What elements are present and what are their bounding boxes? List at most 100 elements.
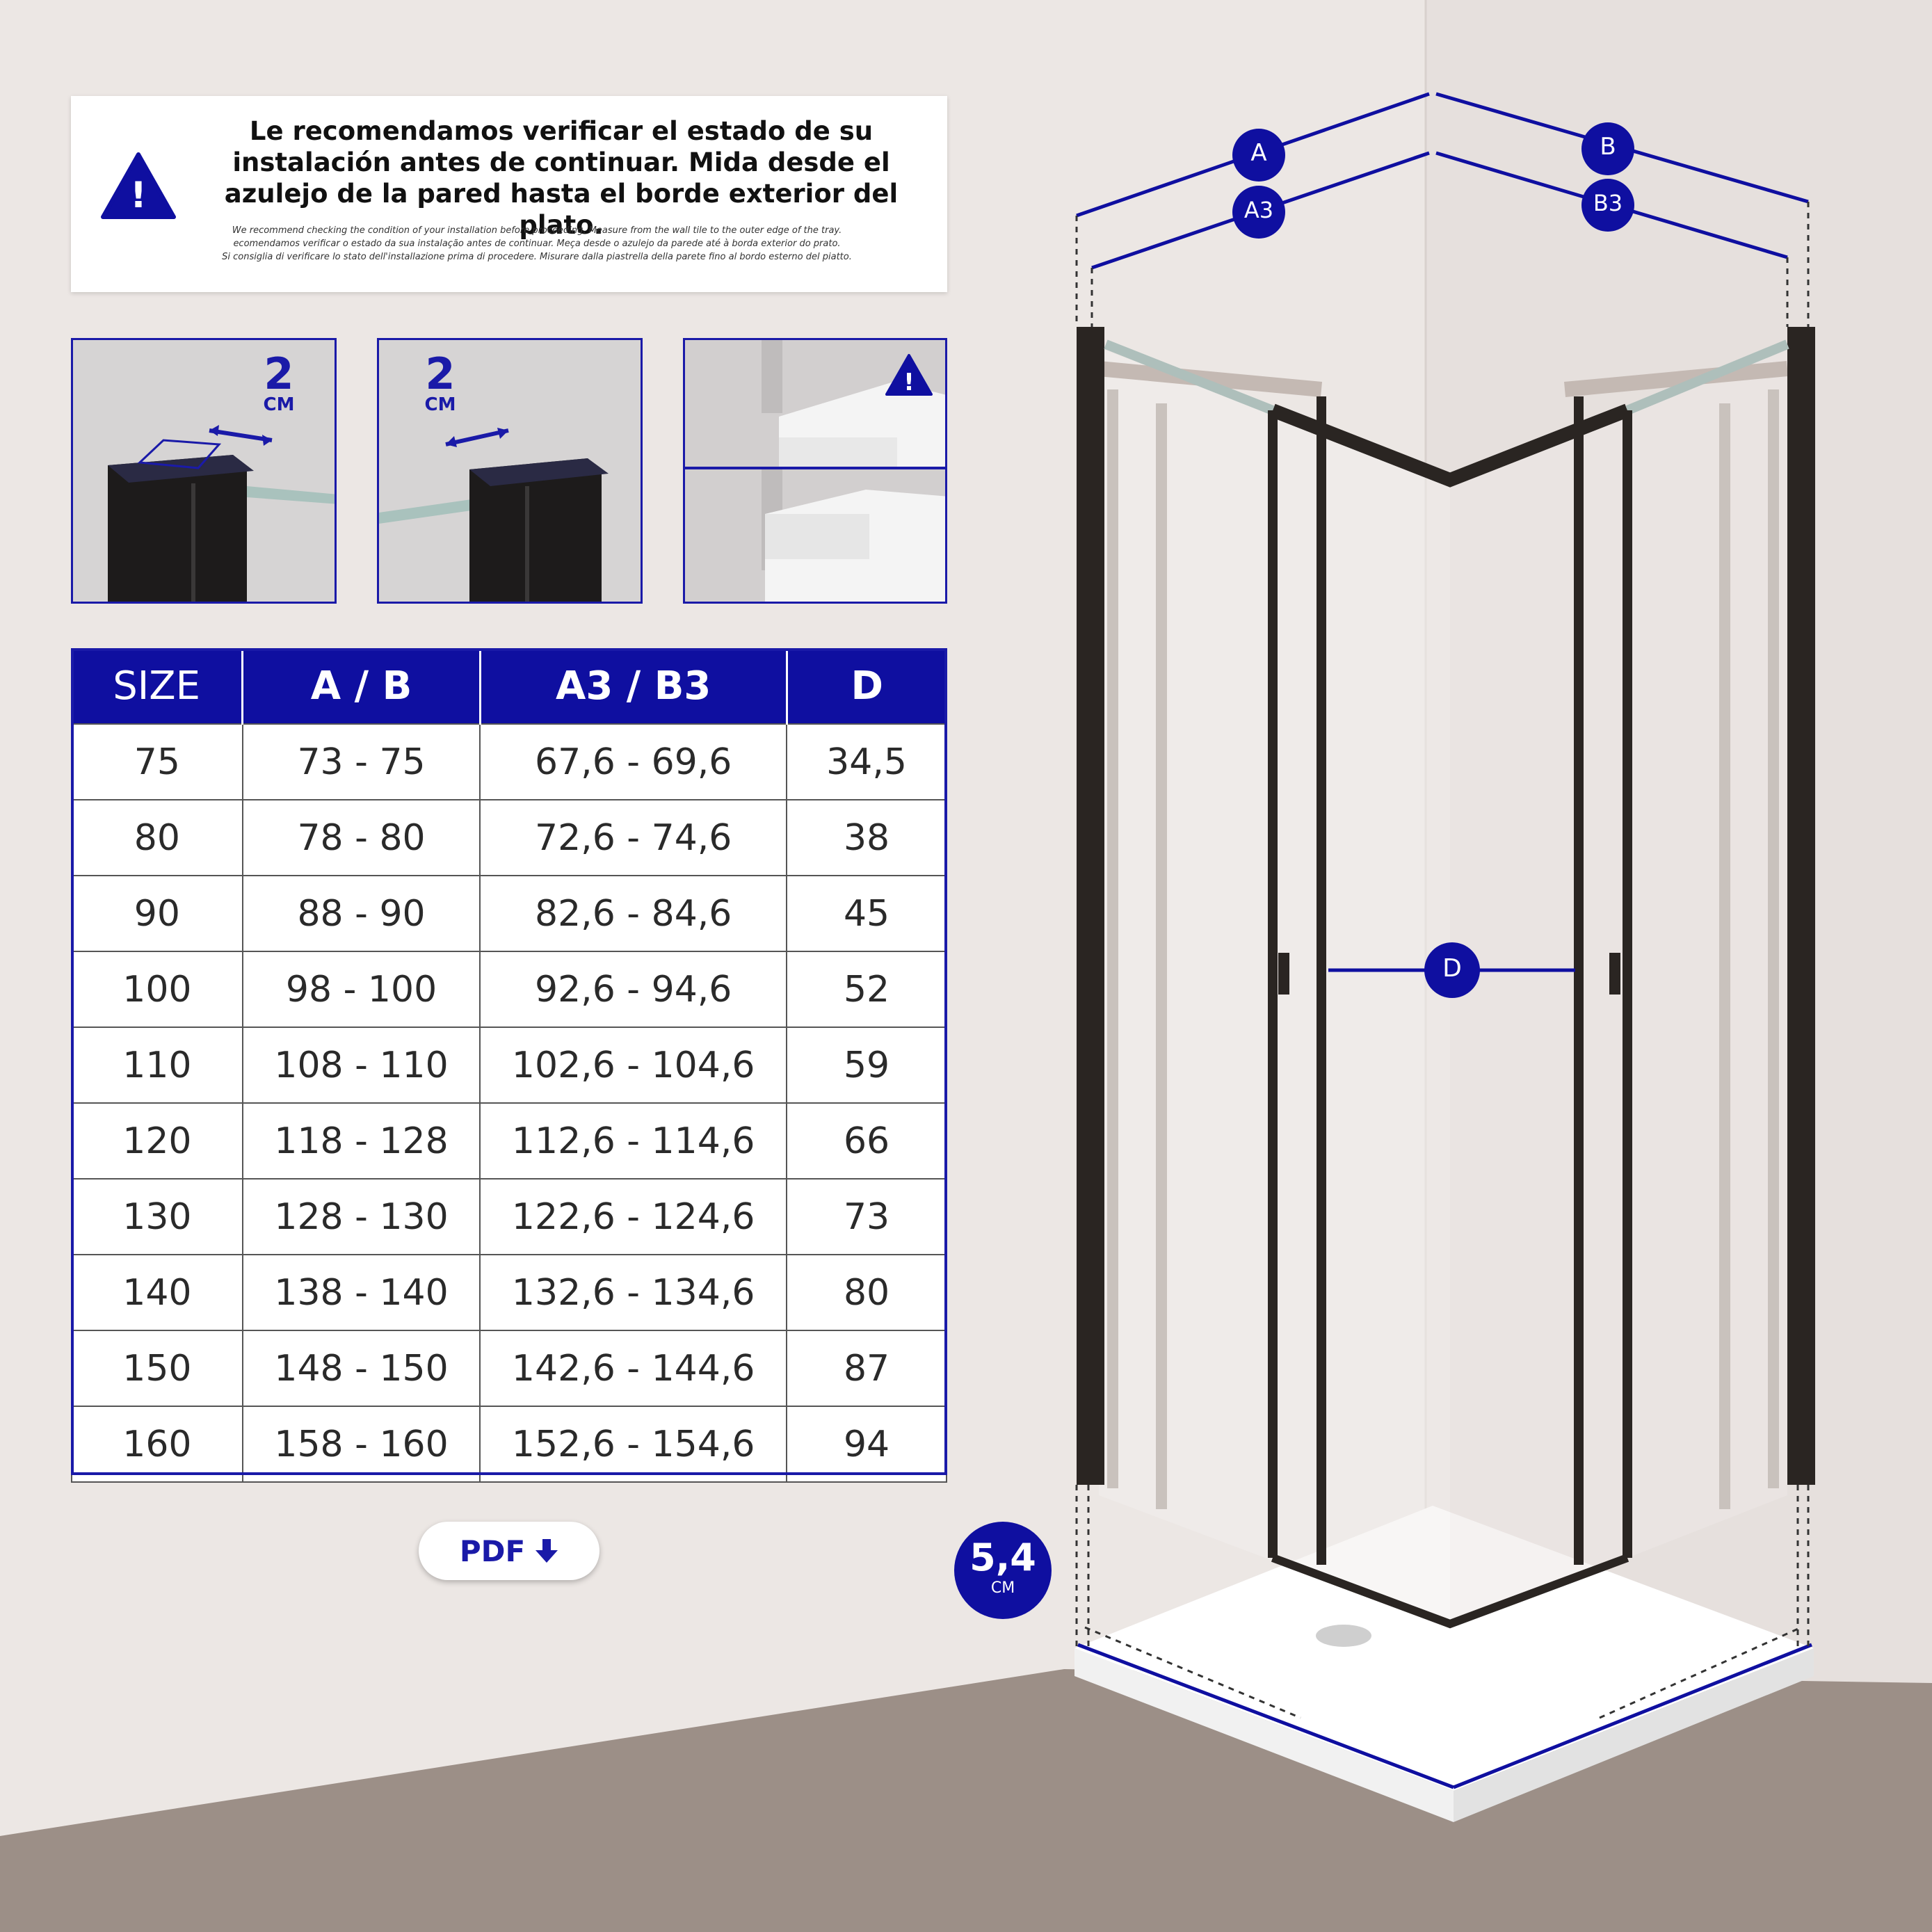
table-cell: 148 - 150 [241, 1330, 481, 1407]
table-cell: 73 [786, 1178, 947, 1255]
door-handle-left [1278, 953, 1289, 995]
notice-translations: We recommend checking the condition of y… [154, 224, 919, 264]
table-cell: 59 [786, 1027, 947, 1104]
table-cell: 75 [71, 723, 243, 800]
thumbnail-tray-check: ! [683, 338, 947, 604]
dimension-label-a: A [1250, 139, 1267, 167]
table-cell: 82,6 - 84,6 [479, 875, 788, 952]
table-header: SIZE A / B A3 / B3 D [72, 648, 947, 724]
dimension-label-a3: A3 [1243, 197, 1274, 223]
wall-profile-right [1787, 327, 1815, 1485]
table-cell: 100 [71, 951, 243, 1028]
drain [1316, 1625, 1371, 1647]
dimension-label-b3: B3 [1593, 190, 1623, 216]
column-header-a3-b3: A3 / B3 [480, 648, 788, 724]
table-cell: 87 [786, 1330, 947, 1407]
table-cell: 152,6 - 154,6 [479, 1406, 788, 1483]
shower-tray-side-left [1074, 1648, 1454, 1822]
table-cell: 78 - 80 [241, 799, 481, 876]
warning-icon: ! [885, 354, 933, 396]
table-cell: 67,6 - 69,6 [479, 723, 788, 800]
table-cell: 73 - 75 [241, 723, 481, 800]
table-cell: 128 - 130 [241, 1178, 481, 1255]
table-cell: 108 - 110 [241, 1027, 481, 1104]
notice-sub-pt: ecomendamos verificar o estado da sua in… [233, 239, 841, 249]
table-cell: 120 [71, 1102, 243, 1180]
dimension-label-b: B [1600, 133, 1616, 161]
dashed-guides [1075, 202, 1810, 1719]
table-cell: 80 [786, 1254, 947, 1331]
table-cell: 66 [786, 1102, 947, 1180]
table-cell: 158 - 160 [241, 1406, 481, 1483]
table-cell: 88 - 90 [241, 875, 481, 952]
profile-illustration [379, 340, 641, 602]
column-header-size: SIZE [72, 648, 244, 724]
pdf-download-button[interactable]: PDF [419, 1522, 599, 1580]
back-frame-reflections [1107, 389, 1779, 1509]
table-cell: 142,6 - 144,6 [479, 1330, 788, 1407]
table-cell: 90 [71, 875, 243, 952]
notice-sub-en: We recommend checking the condition of y… [232, 225, 842, 236]
thumbnail-profile-adjust-1: 2 CM [71, 338, 337, 604]
table-cell: 94 [786, 1406, 947, 1483]
warning-icon: ! [101, 152, 176, 219]
table-cell: 130 [71, 1178, 243, 1255]
table-cell: 140 [71, 1254, 243, 1331]
top-glass-edge-right [1625, 339, 1789, 415]
notice-main-text: Le recomendamos verificar el estado de s… [224, 116, 899, 240]
table-cell: 150 [71, 1330, 243, 1407]
warning-glyph: ! [130, 175, 147, 216]
sliding-doors [1268, 396, 1632, 1565]
top-rail-reflection [1097, 361, 1789, 397]
thumb-gap-unit: CM [263, 394, 295, 415]
table-cell: 38 [786, 799, 947, 876]
table-cell: 98 - 100 [241, 951, 481, 1028]
top-glass-edge-left [1104, 339, 1275, 415]
top-rail [1270, 403, 1630, 488]
profile-illustration [73, 340, 335, 602]
bottom-rail [1271, 1554, 1629, 1629]
double-arrow-icon [209, 428, 273, 442]
tray-height-value: 5,4 [969, 1536, 1036, 1579]
column-header-a-b: A / B [242, 648, 481, 724]
table-cell: 45 [786, 875, 947, 952]
table-cell: 34,5 [786, 723, 947, 800]
thumb-gap-unit: CM [424, 394, 456, 415]
tray-height-badge: 5,4 CM [954, 1522, 1052, 1619]
table-cell: 132,6 - 134,6 [479, 1254, 788, 1331]
download-arrow-icon [536, 1539, 558, 1563]
table-cell: 110 [71, 1027, 243, 1104]
pdf-button-label: PDF [459, 1533, 526, 1568]
door-handle-right [1609, 953, 1620, 995]
table-cell: 102,6 - 104,6 [479, 1027, 788, 1104]
table-cell: 72,6 - 74,6 [479, 799, 788, 876]
tray-edge-illustration: ! [685, 340, 945, 602]
tray-height-unit: CM [990, 1579, 1015, 1597]
dimension-badges [1232, 122, 1634, 998]
table-cell: 92,6 - 94,6 [479, 951, 788, 1028]
double-arrow-icon [445, 428, 509, 446]
notice-sub-it: Si consiglia di verificare lo stato dell… [222, 252, 852, 262]
table-cell: 52 [786, 951, 947, 1028]
column-header-d: D [787, 648, 947, 724]
dimension-label-d: D [1442, 954, 1462, 983]
table-cell: 160 [71, 1406, 243, 1483]
shower-tray-side-right [1454, 1648, 1814, 1822]
thumb-gap-value: 2 [264, 348, 294, 399]
thumbnail-profile-adjust-2: 2 CM [377, 338, 643, 604]
shower-tray-top [1074, 1506, 1814, 1791]
table-cell: 138 - 140 [241, 1254, 481, 1331]
table-cell: 112,6 - 114,6 [479, 1102, 788, 1180]
